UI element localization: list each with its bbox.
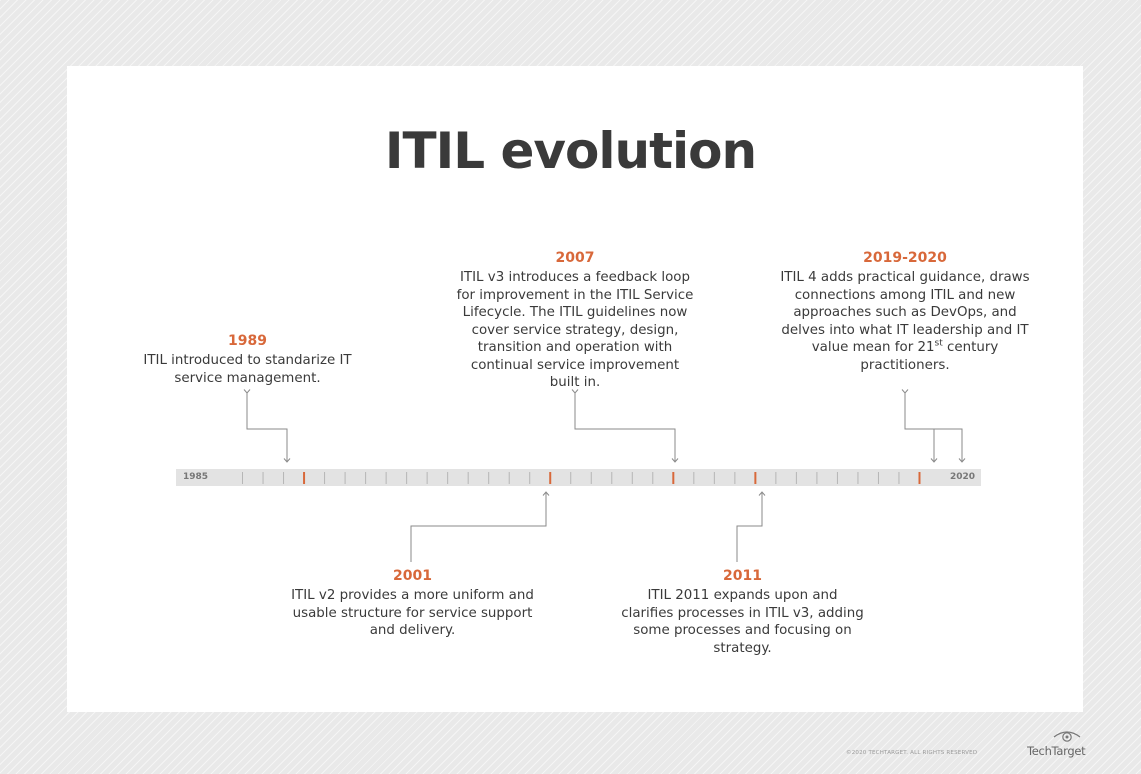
page-title: ITIL evolution — [384, 122, 757, 180]
infographic-card — [67, 66, 1083, 712]
event-description: ITIL 4 adds practical guidance, draws co… — [780, 270, 1030, 373]
event-year: 2007 — [555, 250, 595, 266]
brand-logo-text: TechTarget — [1027, 744, 1086, 758]
event-description: ITIL v3 introduces a feedback loop for i… — [456, 270, 694, 390]
connector-1989 — [243, 389, 291, 463]
copyright-notice: ©2020 TECHTARGET. ALL RIGHTS RESERVED — [846, 750, 978, 756]
event-2001: 2001 ITIL v2 provides a more uniform and… — [290, 568, 535, 640]
connector-2001 — [410, 491, 550, 562]
connector-2011 — [736, 491, 766, 562]
event-2011: 2011 ITIL 2011 expands upon and clarifie… — [620, 568, 865, 657]
timeline-end-label: 2020 — [950, 472, 976, 482]
timeline-bar — [176, 469, 981, 486]
event-1989: 1989 ITIL introduced to standarize IT se… — [125, 333, 370, 387]
event-description: ITIL 2011 expands upon and clarifies pro… — [621, 588, 864, 656]
event-year: 2011 — [723, 568, 762, 584]
event-2019-2020: 2019-2020 ITIL 4 adds practical guidance… — [780, 250, 1030, 374]
event-description: ITIL v2 provides a more uniform and usab… — [291, 588, 534, 638]
event-year: 1989 — [228, 333, 267, 349]
event-year: 2019-2020 — [863, 250, 947, 266]
event-year: 2001 — [393, 568, 432, 584]
timeline-start-label: 1985 — [183, 472, 209, 482]
timeline-ticks — [242, 472, 921, 484]
event-2007: 2007 ITIL v3 introduces a feedback loop … — [455, 250, 695, 392]
connector-2007 — [571, 389, 679, 463]
techtarget-eye-icon — [1053, 731, 1081, 742]
connector-lines — [243, 389, 966, 562]
event-description: ITIL introduced to standarize IT service… — [143, 353, 352, 386]
